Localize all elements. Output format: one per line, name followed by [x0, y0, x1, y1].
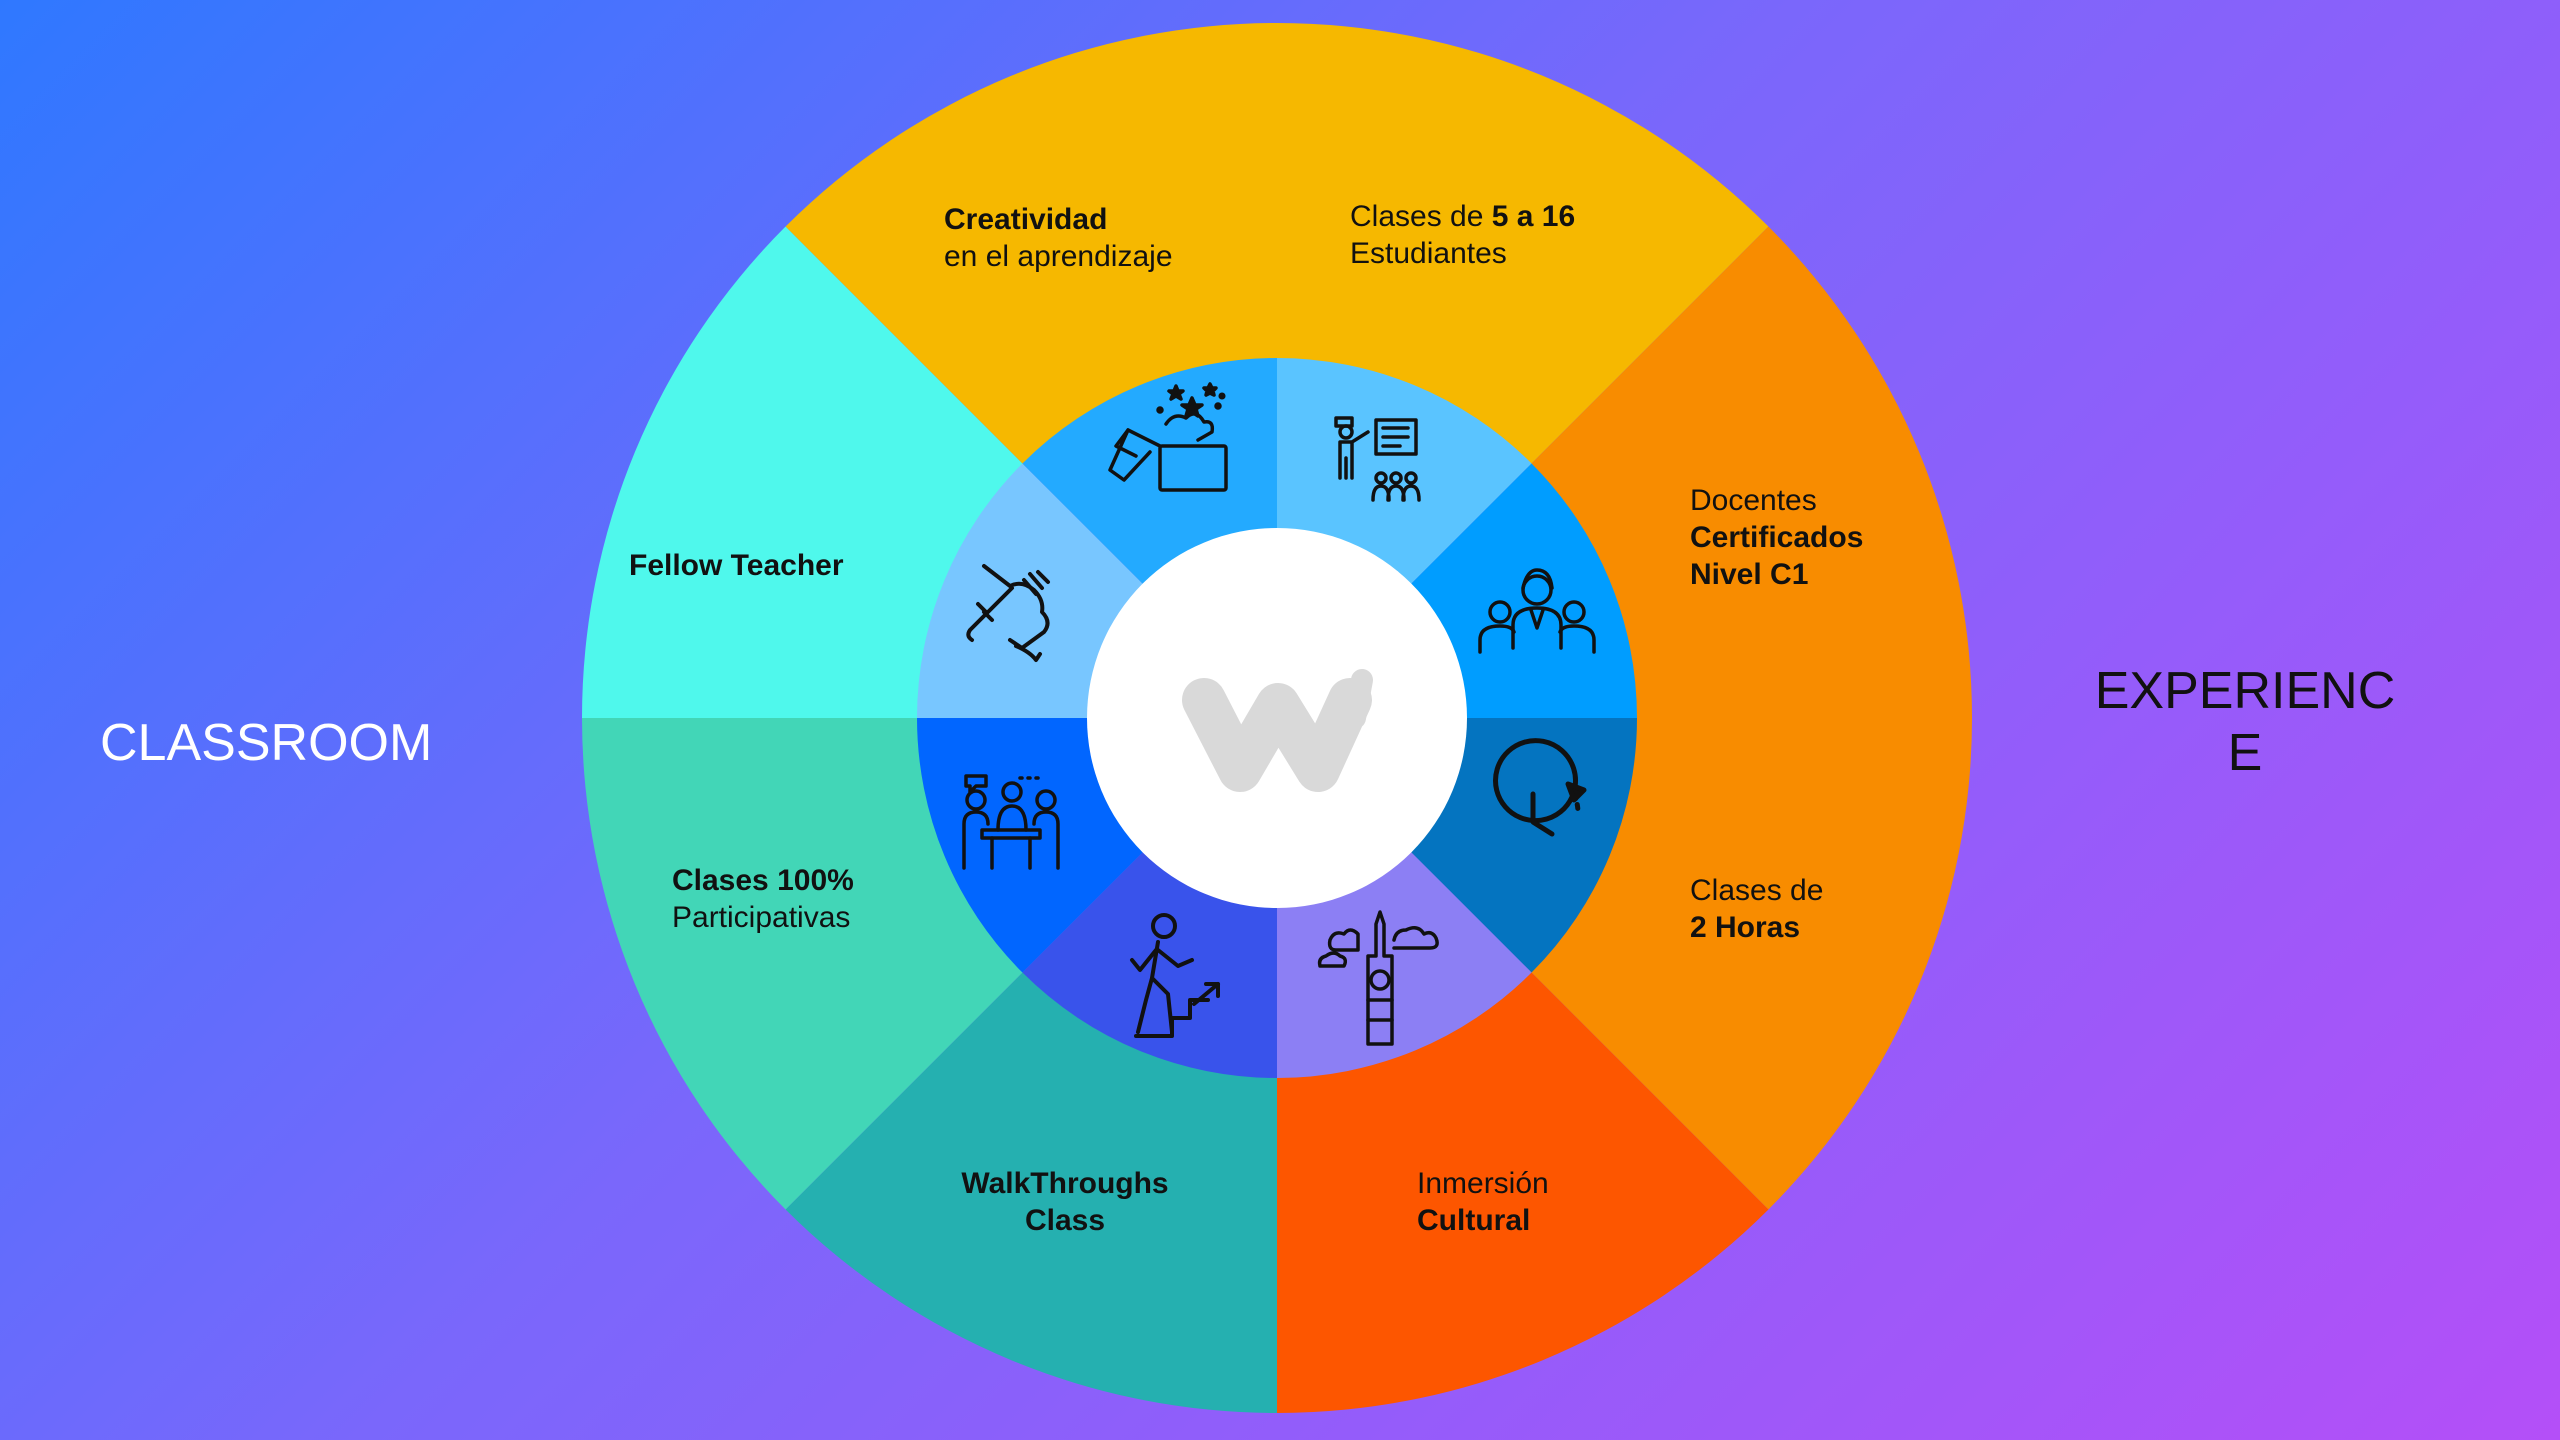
- teachers-line3: Nivel C1: [1690, 558, 1809, 591]
- brand-logo-icon: [1182, 669, 1373, 792]
- meeting-table-icon: [962, 774, 1060, 870]
- segment-class-size-text: Clases de 5 a 16 Estudiantes: [1350, 198, 1575, 272]
- segment-teachers-text: Docentes Certificados Nivel C1: [1690, 482, 1863, 593]
- creativity-line2: en el aprendizaje: [944, 240, 1173, 273]
- fellow-line1: Fellow Teacher: [629, 549, 844, 582]
- outer-segment-participative: [582, 718, 1024, 1210]
- participative-line1: Clases 100%: [672, 864, 854, 897]
- walkthroughs-line2: Class: [1024, 1204, 1106, 1237]
- segment-walkthroughs-text: WalkThroughs Class: [940, 1165, 1190, 1239]
- inner-segment-culture: [1277, 848, 1532, 1079]
- creativity-line1: Creatividad: [944, 203, 1108, 236]
- segment-participative-text: Clases 100% Participativas: [672, 862, 854, 936]
- teachers-line1: Docentes: [1690, 484, 1817, 517]
- outer-segment-class-size: [1277, 23, 1769, 465]
- outer-segment-duration: [1530, 718, 1972, 1210]
- handshake-icon: [966, 564, 1050, 662]
- inner-segment-walkthroughs: [1022, 848, 1277, 1079]
- segment-fellow-text: Fellow Teacher: [629, 547, 844, 584]
- participative-line2: Participativas: [672, 901, 851, 934]
- climbing-stairs-icon: [1130, 913, 1220, 1038]
- duration-line2: 2 Horas: [1690, 911, 1801, 944]
- outer-segment-culture: [1277, 971, 1769, 1413]
- clock-icon: [1493, 738, 1587, 837]
- magic-box-icon: [1108, 382, 1228, 492]
- segment-duration-text: Clases de 2 Horas: [1690, 872, 1823, 946]
- outer-segment-creativity: [785, 23, 1277, 465]
- outer-segment-walkthroughs: [785, 971, 1277, 1413]
- duration-line1: Clases de: [1690, 874, 1824, 907]
- experience-label: EXPERIENC E: [2090, 660, 2400, 784]
- big-ben-icon: [1317, 910, 1439, 1046]
- outer-segment-teachers: [1530, 226, 1972, 718]
- class-size-prefix: Clases de: [1350, 200, 1492, 233]
- outer-segment-fellow: [582, 226, 1024, 718]
- culture-line2: Cultural: [1417, 1204, 1531, 1237]
- class-size-students: Estudiantes: [1350, 237, 1507, 270]
- walkthroughs-line1: WalkThroughs: [961, 1167, 1169, 1200]
- segment-culture-text: Inmersión Cultural: [1417, 1165, 1549, 1239]
- inner-segment-class-size: [1277, 358, 1532, 588]
- class-size-range: 5 a 16: [1491, 200, 1576, 233]
- classroom-label: CLASSROOM: [100, 714, 433, 772]
- experience-label-line1: EXPERIENC: [2094, 662, 2396, 720]
- teacher-presentation-icon: [1334, 416, 1421, 502]
- team-group-icon: [1478, 568, 1596, 654]
- segment-creativity-text: Creatividad en el aprendizaje: [944, 201, 1173, 275]
- inner-ring: [917, 358, 1637, 1079]
- teachers-line2: Certificados: [1690, 521, 1864, 554]
- experience-label-line2: E: [2227, 724, 2263, 782]
- inner-segment-creativity: [1022, 358, 1277, 588]
- culture-line1: Inmersión: [1417, 1167, 1549, 1200]
- inner-segment-duration: [1407, 718, 1637, 973]
- outer-ring: [582, 23, 1972, 1413]
